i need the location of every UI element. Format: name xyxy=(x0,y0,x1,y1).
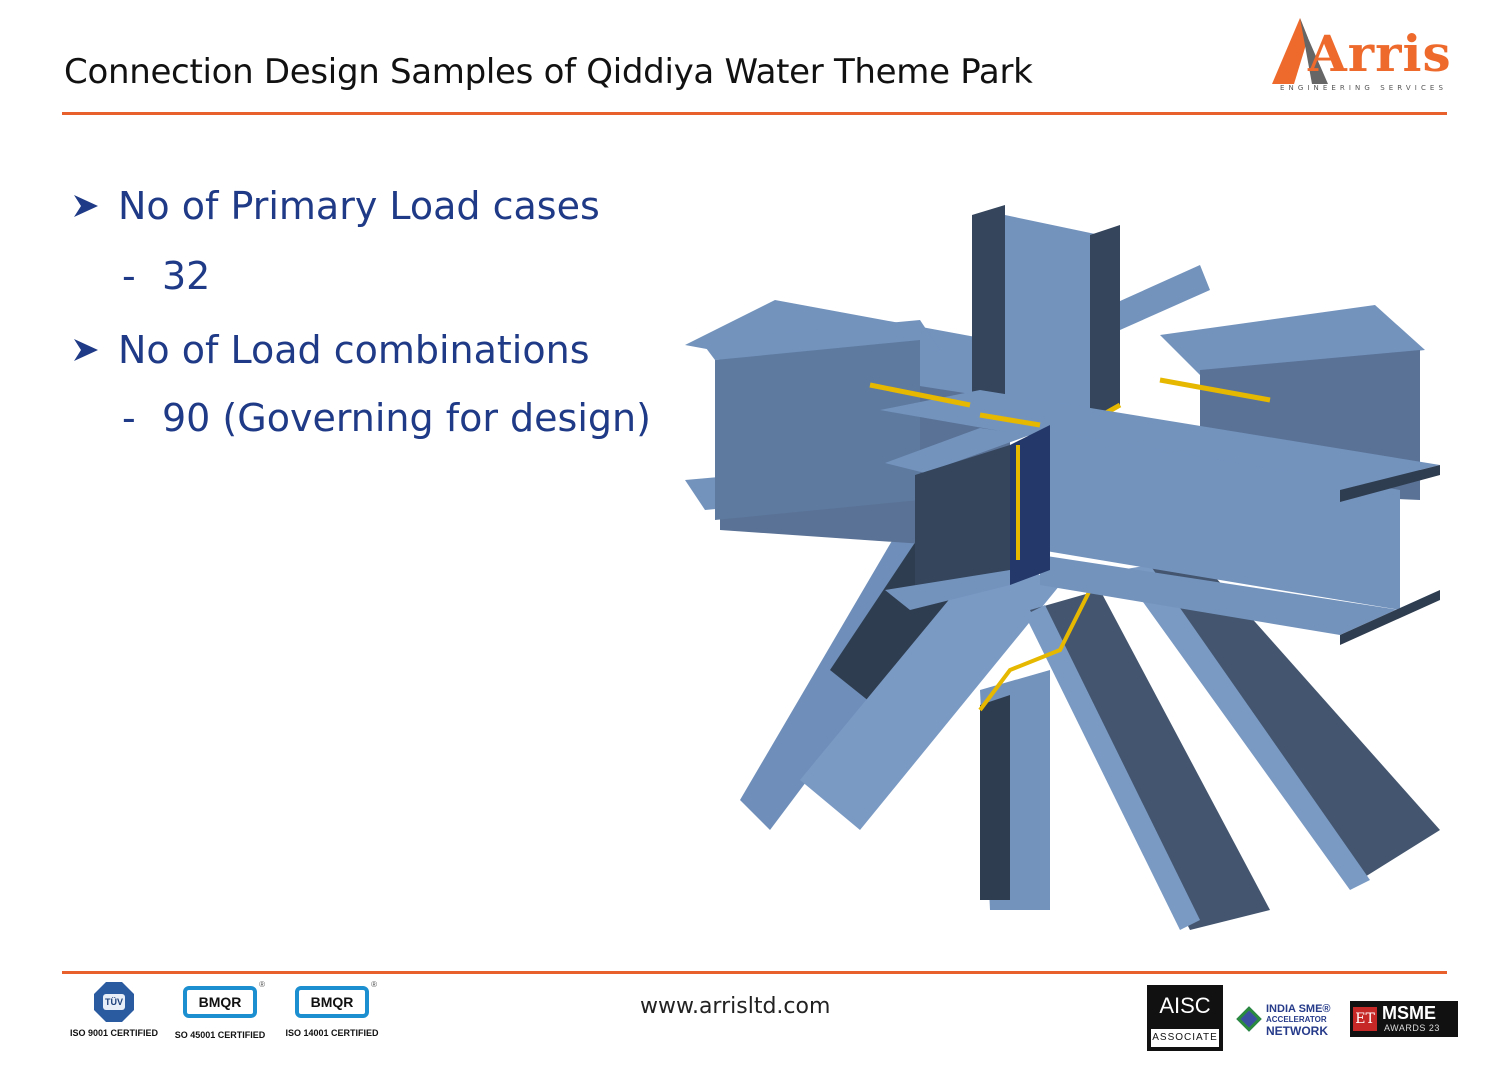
tuv-logo-icon: TÜV xyxy=(94,982,134,1022)
brace-left-flange xyxy=(800,550,1060,830)
brace-right-1-flange xyxy=(1025,605,1200,930)
column-flange-right xyxy=(1090,225,1120,425)
cert-caption: ISO 14001 CERTIFIED xyxy=(285,1028,379,1038)
cert-caption: ISO 9001 CERTIFIED xyxy=(69,1028,159,1038)
bullet-label: No of Load combinations xyxy=(118,328,590,372)
weld-stub-top xyxy=(979,412,1041,428)
brace-right-1 xyxy=(1030,590,1270,930)
bullet-item: No of Load combinations xyxy=(72,328,590,372)
bullet-sub-value: 90 (Governing for design) xyxy=(162,396,651,440)
beam-main-edge xyxy=(1340,465,1440,502)
logo-triangle-icon xyxy=(1272,18,1328,84)
weld-flange-left xyxy=(869,382,971,408)
bullet-sub-value: 32 xyxy=(162,254,211,298)
arrow-bullet-icon xyxy=(72,184,118,228)
beam-main-web xyxy=(1040,430,1400,610)
header-divider xyxy=(62,112,1447,115)
sme-diamond-icon xyxy=(1236,1006,1262,1032)
weld-brace xyxy=(978,589,1092,712)
bullet-sub-item: -32 xyxy=(122,254,211,298)
logo-tagline: ENGINEERING SERVICES xyxy=(1280,84,1447,92)
brace-right-2-flange xyxy=(1120,565,1370,890)
stub-beam-bottom xyxy=(885,570,1010,610)
aisc-associate-badge: AISC ASSOCIATE xyxy=(1147,985,1223,1051)
arris-logo: Arris ENGINEERING SERVICES xyxy=(1268,14,1451,96)
beam-back-right-short xyxy=(1100,265,1210,330)
brace-center-web xyxy=(980,695,1010,900)
steel-connection-figure xyxy=(685,205,1440,930)
bmqr-logo-icon: BMQR® xyxy=(183,980,265,1018)
cert-iso-45001: BMQR® SO 45001 CERTIFIED xyxy=(170,980,270,1040)
et-msme-awards-badge: ET MSME AWARDS 23 xyxy=(1350,1001,1458,1037)
website-link[interactable]: www.arrisltd.com xyxy=(640,994,831,1019)
bullet-item: No of Primary Load cases xyxy=(72,184,600,228)
bmqr-logo-icon: BMQR® xyxy=(295,980,377,1018)
cert-caption: SO 45001 CERTIFIED xyxy=(174,1030,266,1040)
stub-beam-top xyxy=(885,428,1030,473)
logo-word: Arris xyxy=(1308,24,1452,83)
beam-left-web2 xyxy=(715,340,920,520)
cert-iso-14001: BMQR® ISO 14001 CERTIFIED xyxy=(282,980,382,1038)
stub-beam-web xyxy=(915,445,1010,595)
cert-iso-9001: TÜV ISO 9001 CERTIFIED xyxy=(68,982,160,1038)
bullet-sub-item: -90 (Governing for design) xyxy=(122,396,651,440)
beam-main-bottom-edge xyxy=(1340,590,1440,645)
slide-title: Connection Design Samples of Qiddiya Wat… xyxy=(64,52,1033,92)
footer-divider xyxy=(62,971,1447,974)
india-sme-network-badge: INDIA SME® ACCELERATOR NETWORK xyxy=(1236,1004,1344,1044)
beam-back-right-top xyxy=(1160,305,1425,375)
beam-main-top-flange xyxy=(880,390,1440,490)
bullet-label: No of Primary Load cases xyxy=(118,184,600,228)
beam-main-bottom-flange xyxy=(1040,555,1440,635)
column-web xyxy=(1005,215,1100,415)
weld-flange-right xyxy=(1159,377,1271,403)
arrow-bullet-icon xyxy=(72,328,118,372)
column-flange-left xyxy=(972,205,1005,420)
